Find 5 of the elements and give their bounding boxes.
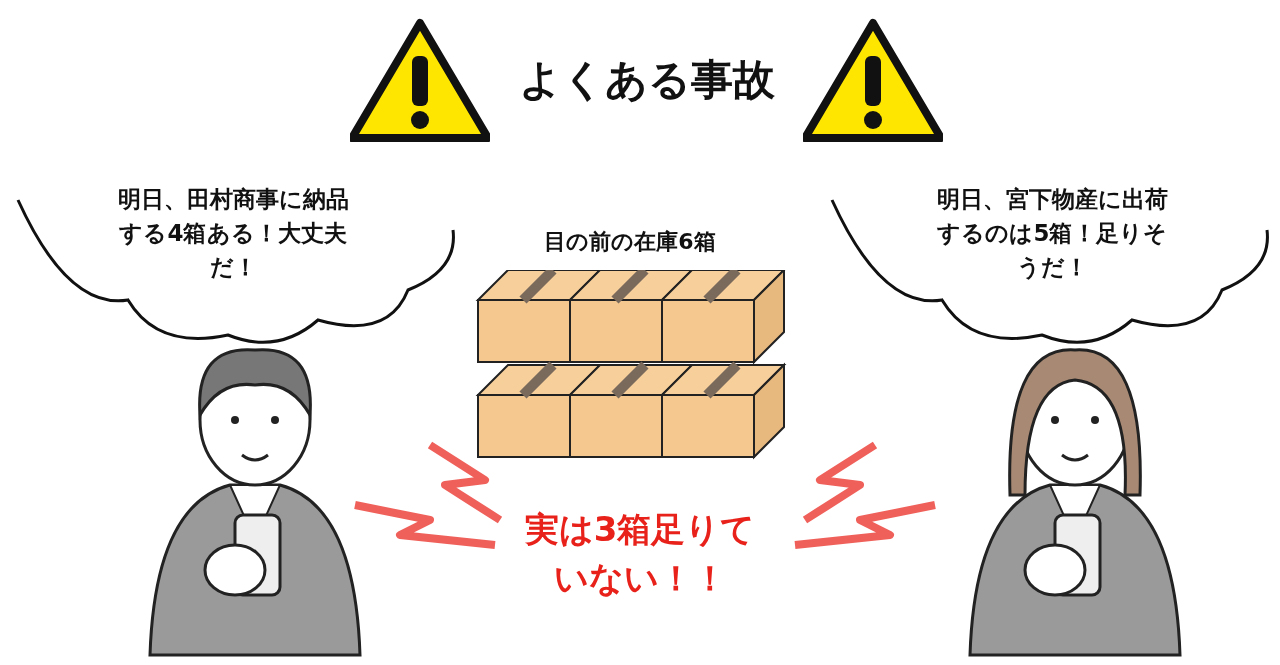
stock-caption: 目の前の在庫6箱 bbox=[543, 228, 717, 256]
speech-text: 明日、宮下物産に出荷するのは5箱！足りそうだ！ bbox=[935, 185, 1169, 282]
warning-text: 実は3箱足りていない！！ bbox=[523, 508, 757, 601]
speech-text: 明日、田村商事に納品する4箱ある！大丈夫だ！ bbox=[116, 185, 350, 282]
title: よくある事故 bbox=[517, 54, 776, 106]
